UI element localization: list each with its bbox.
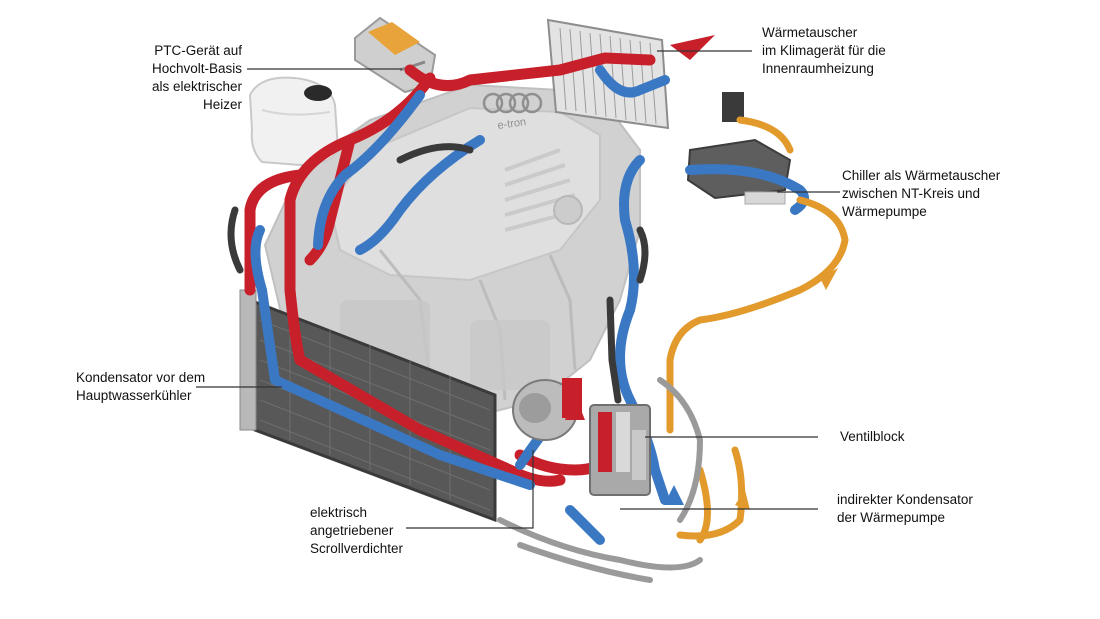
engine-cover-text: e-tron xyxy=(497,116,527,132)
label-line: zwischen NT-Kreis und xyxy=(842,186,981,201)
label-ptc-heater: PTC-Gerät auf Hochvolt-Basis als elektri… xyxy=(120,42,242,114)
label-line: Hauptwasserkühler xyxy=(76,388,192,403)
label-line: Ventilblock xyxy=(840,429,905,444)
dark-lines xyxy=(227,143,649,404)
label-line: Kondensator vor dem xyxy=(76,370,206,385)
label-heat-exchanger: Wärmetauscher im Klimagerät für die Inne… xyxy=(762,24,886,78)
expansion-tank xyxy=(248,76,340,167)
label-line: Wärmepumpe xyxy=(842,204,927,219)
label-compressor: elektrisch angetriebener Scrollverdichte… xyxy=(310,504,403,558)
label-line: PTC-Gerät auf xyxy=(154,43,242,58)
audi-logo xyxy=(482,92,543,114)
label-line: im Klimagerät für die xyxy=(762,43,886,58)
label-line: angetriebener xyxy=(310,523,394,538)
leader-lines xyxy=(196,50,840,529)
label-line: Wärmetauscher xyxy=(762,25,858,40)
label-indirect-condenser: indirekter Kondensator der Wärmepumpe xyxy=(837,491,973,527)
label-line: elektrisch xyxy=(310,505,368,520)
label-valve-block: Ventilblock xyxy=(840,428,905,446)
label-line: Innenraumheizung xyxy=(762,61,874,76)
label-line: der Wärmepumpe xyxy=(837,510,946,525)
refrigerant-lines xyxy=(666,116,849,544)
label-line: Hochvolt-Basis xyxy=(151,61,242,76)
label-line: als elektrischer xyxy=(151,79,242,94)
label-line: indirekter Kondensator xyxy=(837,492,973,507)
scroll-compressor xyxy=(512,378,582,441)
valve-block xyxy=(589,404,651,496)
chiller xyxy=(686,92,792,205)
flow-arrows xyxy=(565,35,838,510)
label-line: Scrollverdichter xyxy=(310,541,404,556)
label-condenser: Kondensator vor dem Hauptwasserkühler xyxy=(76,369,205,405)
label-line: Chiller als Wärmetauscher xyxy=(842,168,1001,183)
label-line: Heizer xyxy=(202,97,242,112)
refrigerant-lines-grey xyxy=(497,377,704,583)
label-chiller: Chiller als Wärmetauscher zwischen NT-Kr… xyxy=(842,167,1000,221)
